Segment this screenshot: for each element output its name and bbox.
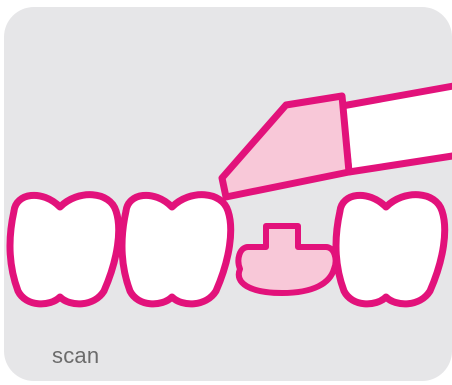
tooth-icon: [10, 195, 119, 304]
intraoral-scanner-icon: [222, 85, 452, 197]
implant-abutment-icon: [238, 226, 335, 293]
tooth-icon: [336, 195, 445, 304]
scan-illustration: [4, 7, 452, 381]
scanner-tip: [222, 96, 349, 197]
scan-step-card: scan: [4, 7, 452, 381]
step-caption: scan: [52, 343, 99, 369]
scanner-handle: [342, 85, 452, 172]
tooth-icon: [122, 195, 231, 304]
